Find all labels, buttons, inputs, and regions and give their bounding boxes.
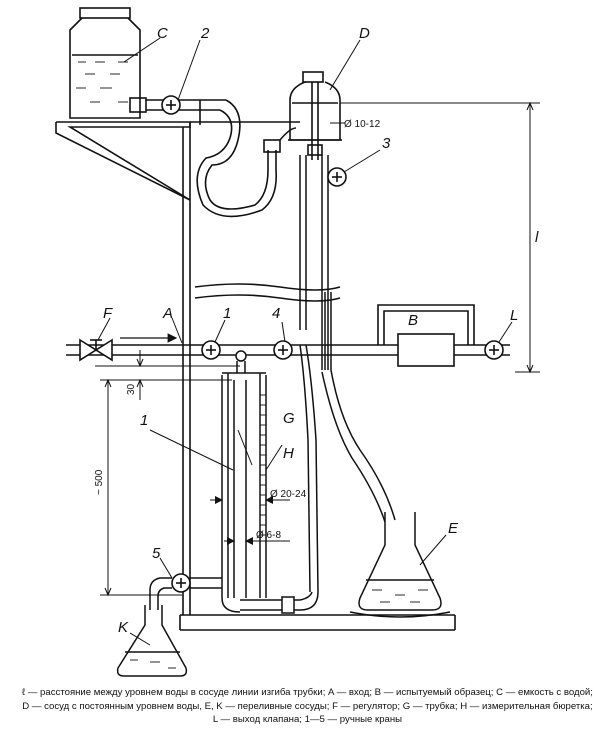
dimension-left [95,350,240,597]
caption-line-1: ℓ — расстояние между уровнем воды в сосу… [22,687,593,698]
dim-500: ~ 500 [94,469,105,495]
flask-e [349,512,451,618]
caption-line-3: L — выход клапана; 1—5 — ручные краны [212,714,403,725]
dim-d-6-8: Ø 6-8 [256,530,281,541]
label-k: K [118,619,129,636]
burette [149,350,295,614]
outlet-5 [149,577,222,610]
label-l: L [510,307,518,324]
label-e: E [448,520,459,537]
burette-dimensions [210,496,290,545]
dim-d-10-12: Ø 10-12 [344,119,381,130]
label-b: B [408,312,418,329]
dimension-l [340,101,540,374]
caption-line-2: D — сосуд с постоянным уровнем воды, E, … [22,700,593,712]
label-4: 4 [272,305,280,322]
stand [55,100,456,631]
vessel-d [288,39,361,160]
vertical-tubes [240,155,396,611]
vessel-c [69,7,161,119]
label-1-left: 1 [140,412,148,429]
valve-4[interactable] [273,340,293,360]
flask-k [116,605,188,677]
pipe-c-to-d [146,99,297,218]
regulator-f[interactable] [79,338,113,362]
valve-l[interactable] [484,340,504,360]
valve-1-main[interactable] [201,340,221,360]
label-5: 5 [152,545,161,562]
label-a: A [162,305,173,322]
label-f: F [103,305,113,322]
valve-5[interactable] [171,573,191,593]
dim-d-20-24: Ø 20-24 [270,489,307,500]
label-3: 3 [382,135,391,152]
label-c: C [157,25,168,42]
dim-l: l [535,229,539,246]
label-2: 2 [200,25,210,42]
valve-3[interactable] [327,167,347,187]
label-1-top: 1 [223,305,231,322]
figure-caption: ℓ — расстояние между уровнем воды в сосу… [0,686,615,727]
label-g: G [283,410,295,427]
label-h: H [283,445,294,462]
dim-30: 30 [126,383,137,395]
valve-2[interactable] [161,95,181,115]
label-d: D [359,25,370,42]
